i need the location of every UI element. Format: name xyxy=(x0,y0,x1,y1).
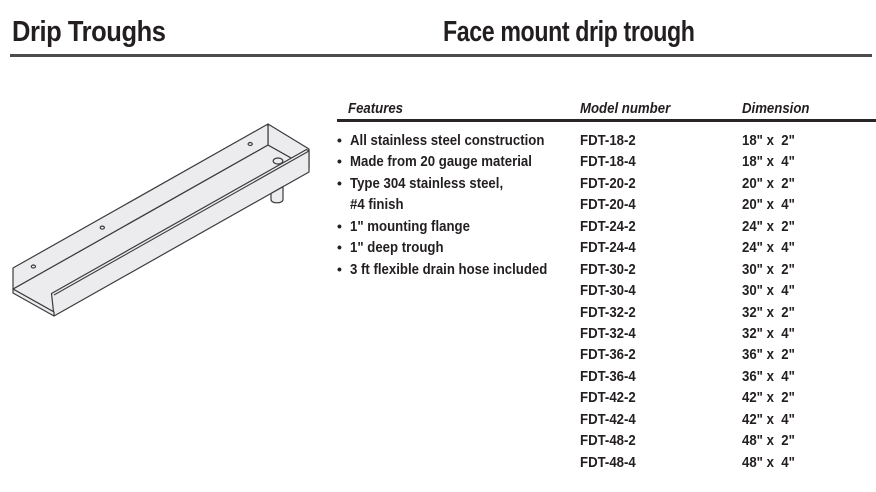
drain-spout xyxy=(270,186,284,204)
table-row: FDT-48-4 48" x 4" xyxy=(580,452,802,473)
table-row: FDT-32-2 32" x 2" xyxy=(580,302,802,323)
trough-left-end xyxy=(12,288,55,317)
model-number-cell: FDT-20-4 xyxy=(580,196,636,214)
table-row: FDT-42-4 42" x 4" xyxy=(580,409,802,430)
feature-item: •3 ft flexible drain hose included xyxy=(337,259,582,280)
model-number-cell: FDT-30-2 xyxy=(580,260,636,278)
model-number-cell: FDT-48-4 xyxy=(580,453,636,471)
dimension-cell: 36" x 4" xyxy=(742,367,795,385)
drain-hole xyxy=(272,157,284,165)
table-row: FDT-18-4 18" x 4" xyxy=(580,151,802,172)
dimension-cell: 30" x 4" xyxy=(742,282,795,300)
dimension-cell: 42" x 2" xyxy=(742,389,795,407)
header-divider xyxy=(10,54,872,57)
table-row: FDT-48-2 48" x 2" xyxy=(580,430,802,451)
table-row: FDT-20-4 20" x 4" xyxy=(580,194,802,215)
bullet-icon: • xyxy=(337,217,342,234)
dimension-cell: 24" x 4" xyxy=(742,239,795,257)
dimension-cell: 32" x 2" xyxy=(742,303,795,321)
feature-item: •Made from 20 gauge material xyxy=(337,151,582,172)
bullet-icon: • xyxy=(337,132,342,148)
front-rim-fold xyxy=(53,150,310,296)
feature-item: •All stainless steel construction xyxy=(337,130,582,151)
drip-trough-illustration xyxy=(12,123,310,317)
table-row: FDT-18-2 18" x 2" xyxy=(580,130,802,151)
dimension-cell: 32" x 4" xyxy=(742,324,795,342)
model-number-cell: FDT-32-2 xyxy=(580,303,636,321)
table-row: FDT-36-2 36" x 2" xyxy=(580,344,802,365)
table-row: FDT-32-4 32" x 4" xyxy=(580,323,802,344)
bullet-icon: • xyxy=(337,260,342,277)
trough-floor xyxy=(12,144,310,313)
model-number-cell: FDT-48-2 xyxy=(580,432,636,450)
bullet-icon: • xyxy=(337,174,342,191)
bullet-icon: • xyxy=(337,239,342,256)
dimension-column-header: Dimension xyxy=(742,100,810,117)
product-title-text: Face mount drip trough xyxy=(443,16,695,48)
table-row: FDT-42-2 42" x 2" xyxy=(580,387,802,408)
model-number-cell: FDT-42-2 xyxy=(580,389,636,407)
dimension-cell: 18" x 2" xyxy=(742,132,795,149)
table-row: FDT-30-4 30" x 4" xyxy=(580,280,802,301)
model-number-cell: FDT-18-2 xyxy=(580,132,636,149)
page-title: Drip Troughs xyxy=(12,18,186,47)
table-row: FDT-36-4 36" x 4" xyxy=(580,366,802,387)
table-row: FDT-24-2 24" x 2" xyxy=(580,216,802,237)
product-title: Face mount drip trough xyxy=(443,18,757,47)
mounting-hole xyxy=(99,225,106,230)
model-number-cell: FDT-36-4 xyxy=(580,367,636,385)
dimension-cell: 24" x 2" xyxy=(742,217,795,235)
dimension-cell: 18" x 4" xyxy=(742,153,795,171)
dimension-cell: 20" x 4" xyxy=(742,196,795,214)
features-list: •All stainless steel construction •Made … xyxy=(337,130,582,280)
model-number-cell: FDT-24-2 xyxy=(580,217,636,235)
feature-item: •1" mounting flange xyxy=(337,216,582,237)
feature-item: •1" deep trough xyxy=(337,237,582,258)
dimension-cell: 20" x 2" xyxy=(742,174,795,192)
model-number-cell: FDT-42-4 xyxy=(580,410,636,428)
model-table: FDT-18-2 18" x 2" FDT-18-4 18" x 4" FDT-20… xyxy=(580,130,802,473)
mounting-hole xyxy=(247,141,253,147)
mounting-hole xyxy=(30,264,37,269)
feature-item: •Type 304 stainless steel, xyxy=(337,173,582,194)
model-number-cell: FDT-36-2 xyxy=(580,346,636,364)
dimension-cell: 30" x 2" xyxy=(742,260,795,278)
model-column-header: Model number xyxy=(580,100,671,117)
features-column-header: Features xyxy=(348,100,404,117)
model-number-cell: FDT-32-4 xyxy=(580,324,636,342)
model-number-cell: FDT-18-4 xyxy=(580,153,636,171)
feature-item-continuation: #4 finish xyxy=(350,196,404,214)
table-row: FDT-20-2 20" x 2" xyxy=(580,173,802,194)
dimension-cell: 42" x 4" xyxy=(742,410,795,428)
table-header-divider xyxy=(337,119,876,122)
page-title-text: Drip Troughs xyxy=(12,16,166,48)
model-number-cell: FDT-20-2 xyxy=(580,174,636,192)
table-row: FDT-24-4 24" x 4" xyxy=(580,237,802,258)
dimension-cell: 36" x 2" xyxy=(742,346,795,364)
bullet-icon: • xyxy=(337,153,342,170)
dimension-cell: 48" x 4" xyxy=(742,453,795,471)
trough-back-flange xyxy=(12,123,269,290)
table-row: FDT-30-2 30" x 2" xyxy=(580,259,802,280)
model-number-cell: FDT-30-4 xyxy=(580,282,636,300)
model-number-cell: FDT-24-4 xyxy=(580,239,636,257)
dimension-cell: 48" x 2" xyxy=(742,432,795,450)
